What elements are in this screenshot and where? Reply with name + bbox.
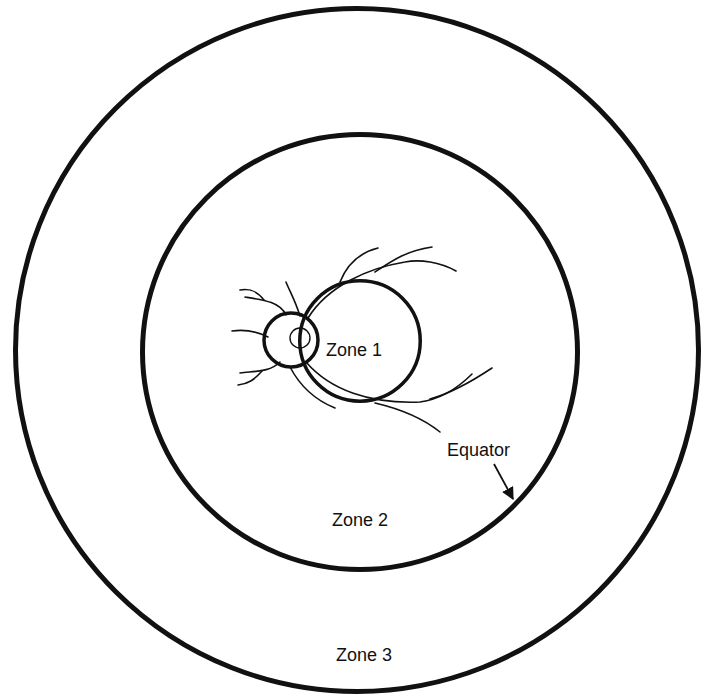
zone-boundary [16,9,699,692]
zone-label: Zone 1 [326,340,382,361]
retinal-vessels [232,247,492,432]
zone-label: Zone 3 [336,645,392,666]
zone-circle: Zone 1 Zone 2 Zone 3 [13,6,701,694]
optic-disc [264,313,318,367]
zone-boundary [143,135,578,570]
leader-arrow [494,464,513,499]
zone-circle: Zone 1 [298,279,422,403]
zone-boundary [300,281,421,402]
zone-circle: Zone 1 Zone 2 [140,132,580,572]
equator-label: Equator [447,440,510,461]
zone-label: Zone 2 [332,510,388,531]
